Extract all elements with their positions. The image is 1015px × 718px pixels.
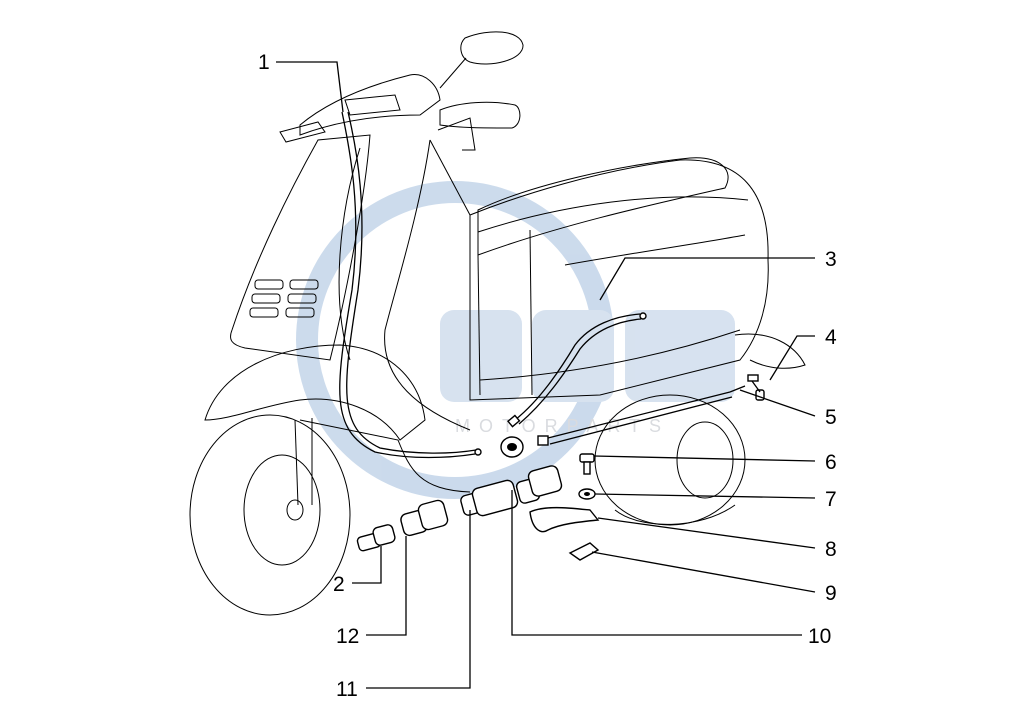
part-2-sleeve [356, 524, 396, 552]
front-brake-cable [339, 111, 476, 459]
part-9-plate [568, 542, 600, 561]
callout-9: 9 [825, 582, 837, 605]
callout-labels: 1 2 3 4 5 6 7 8 9 10 11 12 [258, 51, 837, 701]
part-6-bolt [579, 453, 595, 475]
part-11-sleeve [460, 479, 519, 517]
callout-5: 5 [825, 406, 837, 429]
rear-brake-cable [514, 313, 641, 421]
part-4-bolt [747, 374, 765, 401]
callout-6: 6 [825, 451, 837, 474]
part-8-bracket [529, 506, 600, 533]
callout-3: 3 [825, 248, 837, 271]
callout-8: 8 [825, 538, 837, 561]
callout-10: 10 [808, 625, 831, 648]
scooter-outline [189, 31, 806, 616]
callout-1: 1 [258, 51, 270, 74]
parts-group [339, 111, 765, 561]
callout-2: 2 [333, 573, 345, 596]
svg-text:MOTORPARTS: MOTORPARTS [455, 416, 670, 436]
watermark-logo: MOTORPARTS [296, 181, 735, 499]
part-12-sleeve [400, 499, 449, 537]
callout-11: 11 [336, 678, 358, 701]
callout-7: 7 [825, 488, 837, 511]
part-10-sleeve [515, 465, 563, 504]
callout-12: 12 [336, 625, 359, 648]
leader-lines [276, 61, 816, 689]
callout-4: 4 [825, 326, 837, 349]
